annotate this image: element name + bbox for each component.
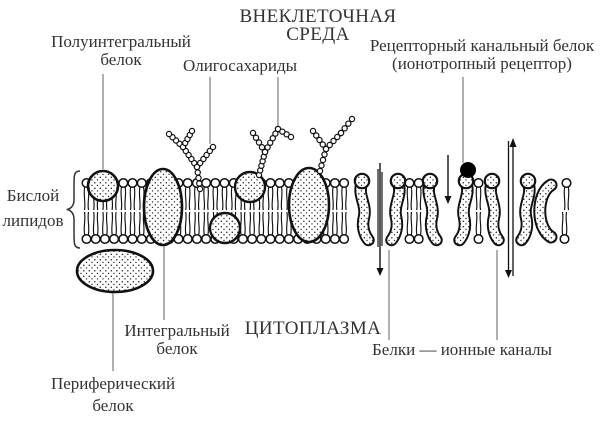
glycoprotein-globule	[233, 170, 267, 204]
label-ion-channels: Белки — ионные каналы	[372, 340, 552, 359]
ligand-dot	[460, 162, 476, 178]
integral-protein-2	[287, 166, 331, 244]
label-extracellular: ВНЕКЛЕТОЧНАЯ СРЕДА	[239, 6, 397, 45]
label-receptor-channel: Рецепторный канальный белок (ионотропный…	[369, 36, 595, 73]
label-oligosaccharides: Олигосахариды	[182, 56, 298, 75]
arrowhead-up-icon	[509, 138, 517, 147]
inner-globular-protein	[208, 211, 242, 245]
label-lipid-bilayer: Бислой липидов	[2, 186, 64, 230]
semi-integral-protein	[86, 169, 120, 203]
arrowhead-down-icon	[376, 268, 384, 276]
label-extracellular-line1: ВНЕКЛЕТОЧНАЯ	[239, 6, 397, 27]
arrowhead-down-icon	[444, 196, 452, 204]
label-leader-lines	[102, 74, 498, 371]
oligosaccharide-chains	[165, 115, 356, 193]
label-semi-integral-protein: Полуинтегральный белок	[51, 32, 191, 69]
label-peripheral-protein: Периферический белок	[50, 374, 176, 415]
label-extracellular-line2: СРЕДА	[286, 24, 350, 45]
peripheral-protein	[75, 248, 155, 294]
label-cytoplasm: ЦИТОПЛАЗМА	[244, 318, 382, 339]
integral-protein	[142, 167, 184, 247]
bilayer-brace	[66, 170, 81, 249]
arrowhead-down-icon	[505, 270, 512, 278]
label-integral-protein: Интегральный белок	[124, 321, 230, 358]
ion-transport-arrows	[376, 138, 517, 278]
channel-pore-lines	[377, 169, 383, 247]
ion-channel-proteins	[353, 172, 558, 247]
